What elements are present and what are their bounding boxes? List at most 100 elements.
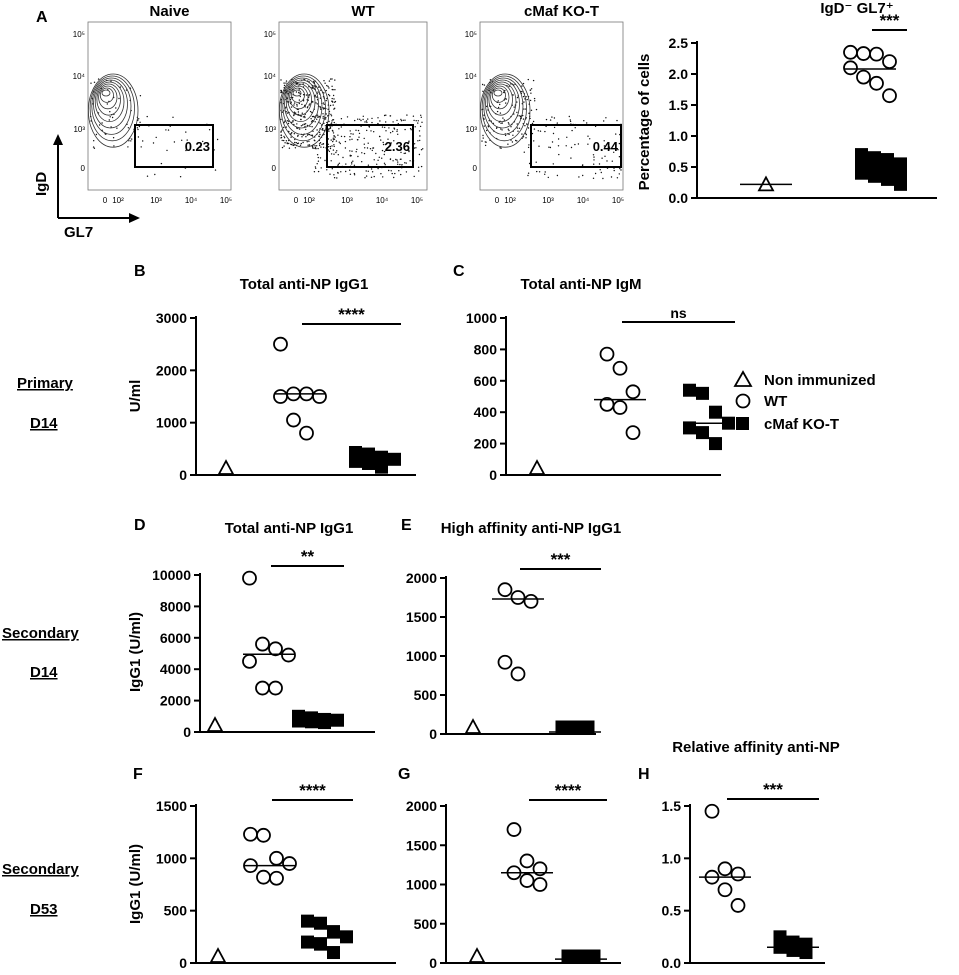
flow-event-dot [319,107,322,109]
flow-event-dot [556,174,559,177]
flow-event-dot [301,103,303,106]
data-point-wt [882,88,897,104]
significance-label: **** [299,781,326,800]
legend: Non immunized WT cMaf KO-T [733,370,876,433]
flow-event-dot [405,162,407,164]
flow-event-dot [522,118,525,120]
flow-event-dot [569,120,572,123]
flow-event-dot [118,97,120,100]
flow-event-dot [417,140,419,142]
flow-event-dot [105,133,107,135]
flow-event-dot [523,108,525,110]
flow-event-dot [320,108,322,111]
flow-event-dot [332,140,334,143]
flow-event-dot [527,174,529,177]
flow-event-dot [377,167,379,170]
flow-event-dot [397,133,399,135]
flow-event-dot [310,134,312,137]
flow-event-dot [325,113,327,115]
chart-y-tick-label: 1.0 [669,128,689,144]
flow-event-dot [339,142,341,145]
flow-event-dot [382,143,385,146]
flow-event-dot [329,173,331,175]
flow-event-dot [408,150,410,152]
chart-y-tick-label: 800 [474,341,498,357]
flow-event-dot [420,114,422,117]
flow-event-dot [586,122,588,124]
flow-event-dot [298,88,300,90]
flow-event-dot [379,120,381,122]
data-point-non-immunized [528,459,546,475]
flow-event-dot [324,82,326,84]
flow-event-dot [617,149,619,151]
flow-event-dot [545,125,547,128]
chart-y-tick-label: 1000 [156,415,187,431]
chart-y-tick-label: 1500 [156,798,187,814]
legend-label-cmaf-ko-t: cMaf KO-T [764,416,839,433]
flow-event-dot [331,122,333,124]
flow-event-dot [390,170,392,172]
flow-event-dot [391,172,393,175]
data-point-cmaf-ko-t [568,720,582,734]
chart-panel-letter: D [134,517,146,534]
flow-event-dot [508,133,510,136]
flow-event-dot [137,128,139,131]
data-point-wt [256,869,271,885]
flow-event-dot [535,108,538,111]
flow-event-dot [318,144,321,147]
flow-event-dot [356,139,359,141]
flow-event-dot [152,142,155,144]
flow-event-dot [385,114,387,116]
flow-event-dot [359,118,361,121]
flow-event-dot [329,104,332,107]
flow-event-dot [283,137,286,139]
flow-event-dot [549,119,552,121]
flow-event-dot [340,118,343,120]
flow-event-dot [308,133,311,136]
data-point-cmaf-ko-t [301,935,314,949]
flow-event-dot [355,151,357,153]
flow-event-dot [318,116,320,118]
flow-event-dot [316,114,319,116]
flow-event-dot [505,102,507,104]
flow-event-dot [318,143,321,145]
flow-event-dot [333,174,335,176]
flow-event-dot [300,142,302,145]
flow-event-dot [569,119,571,121]
flow-event-dot [533,97,536,100]
flow-event-dot [305,94,308,96]
flow-event-dot [314,121,316,123]
flow-event-dot [373,159,375,161]
data-point-wt [242,653,257,669]
data-point-non-immunized [468,947,486,963]
flow-event-dot [481,140,483,142]
flow-event-dot [417,120,419,122]
data-point-wt [612,360,628,376]
flow-event-dot [592,177,595,179]
chart-y-tick-label: 1500 [406,837,437,853]
flow-event-dot [330,115,333,117]
flow-event-dot [331,97,333,100]
data-point-wt [273,389,288,404]
flow-event-dot [325,99,327,102]
flow-event-dot [404,162,406,164]
flow-event-dot [415,120,417,122]
flow-event-dot [400,173,402,176]
flow-event-dot [287,122,290,125]
flow-event-dot [538,145,540,147]
chart-y-tick-label: 2000 [156,362,187,378]
flow-event-dot [383,153,385,156]
flow-event-dot [332,119,335,121]
flow-event-dot [308,144,311,146]
chart-y-tick-label: 200 [474,436,498,452]
flow-event-dot [516,140,518,142]
flow-event-dot [535,161,537,163]
flow-event-dot [93,140,95,142]
flow-y-axis-label: IgD [33,172,50,196]
flow-event-dot [616,177,619,179]
flow-event-dot [312,130,314,132]
flow-event-dot [507,122,510,124]
flow-event-dot [300,118,302,121]
